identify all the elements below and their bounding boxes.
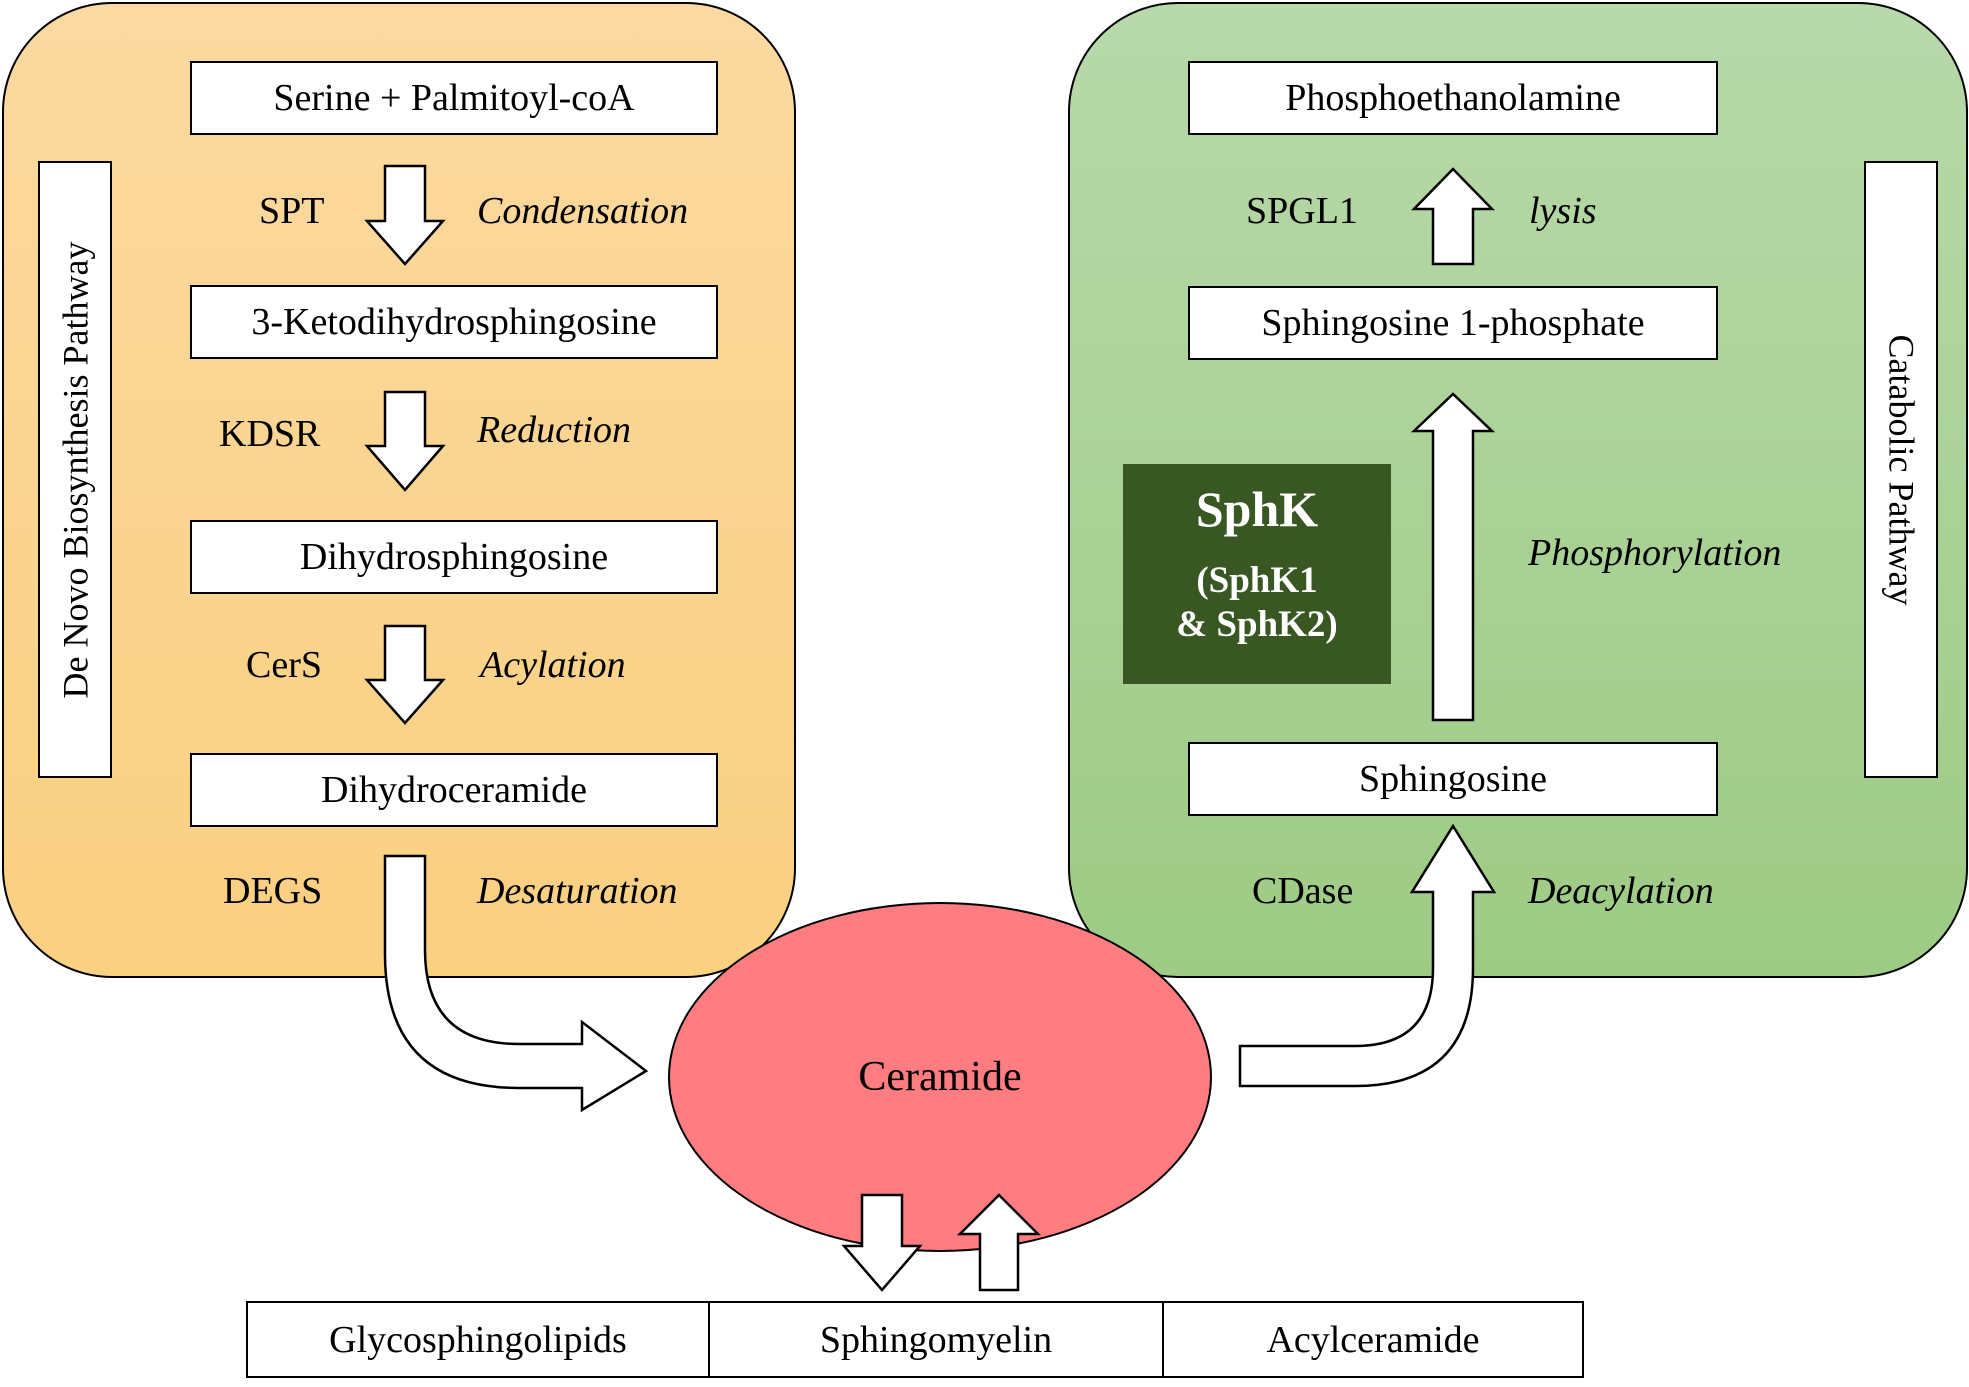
- ketodihydrosphingosine-box: 3-Ketodihydrosphingosine: [190, 285, 718, 359]
- ceramide-to-sphingomyelin-arrow: [841, 1193, 923, 1292]
- spt-down-arrow: [364, 164, 446, 266]
- phosphoethanolamine-box: Phosphoethanolamine: [1188, 61, 1718, 135]
- sphingomyelin-to-ceramide-arrow: [956, 1193, 1042, 1292]
- cers-enzyme-label: CerS: [246, 644, 322, 686]
- sphingomyelin-cell: Sphingomyelin: [710, 1303, 1164, 1376]
- sphk-box: SphK (SphK1 & SphK2): [1123, 464, 1391, 684]
- condensation-label: Condensation: [477, 190, 689, 232]
- spt-enzyme-label: SPT: [259, 190, 325, 232]
- kdsr-enzyme-label: KDSR: [219, 413, 321, 455]
- lysis-label: lysis: [1529, 190, 1597, 232]
- serine-palmitoyl-coa-box: Serine + Palmitoyl-coA: [190, 61, 718, 135]
- degs-enzyme-label: DEGS: [223, 870, 323, 912]
- glycosphingolipids-cell: Glycosphingolipids: [248, 1303, 710, 1376]
- de-novo-title-box: De Novo Biosynthesis Pathway: [38, 161, 112, 778]
- cers-down-arrow: [364, 624, 446, 725]
- lysis-up-arrow: [1411, 167, 1495, 266]
- downstream-lipids-row: Glycosphingolipids Sphingomyelin Acylcer…: [246, 1301, 1584, 1378]
- desaturation-label: Desaturation: [477, 870, 678, 912]
- ceramide-node: Ceramide: [668, 902, 1212, 1252]
- acylceramide-cell: Acylceramide: [1266, 1318, 1480, 1361]
- degs-to-ceramide-arrow: [383, 854, 649, 1113]
- ceramide-to-sphingosine-arrow: [1238, 823, 1497, 1088]
- acylation-label: Acylation: [480, 644, 626, 686]
- phosphorylation-up-arrow: [1410, 392, 1496, 722]
- cdase-enzyme-label: CDase: [1252, 870, 1354, 912]
- reduction-label: Reduction: [477, 409, 632, 451]
- sphk-title: SphK: [1195, 481, 1319, 537]
- catabolic-title-box: Catabolic Pathway: [1864, 161, 1938, 778]
- deacylation-label: Deacylation: [1528, 870, 1714, 912]
- kdsr-down-arrow: [364, 390, 446, 492]
- dihydrosphingosine-box: Dihydrosphingosine: [190, 520, 718, 594]
- phosphorylation-label: Phosphorylation: [1528, 532, 1782, 574]
- sphk-isoforms-line1: (SphK1: [1196, 560, 1318, 601]
- sphk-isoforms-line2: & SphK2): [1176, 604, 1338, 646]
- sphingosine-1-phosphate-box: Sphingosine 1-phosphate: [1188, 286, 1718, 360]
- dihydroceramide-box: Dihydroceramide: [190, 753, 718, 827]
- ceramide-label: Ceramide: [858, 1054, 1022, 1100]
- sphingosine-box: Sphingosine: [1188, 742, 1718, 816]
- spgl1-enzyme-label: SPGL1: [1246, 190, 1358, 232]
